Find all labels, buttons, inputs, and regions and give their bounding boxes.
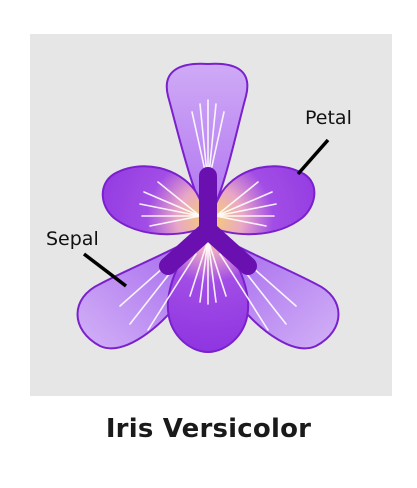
petal-pointer-line: [296, 138, 330, 176]
illustration-panel: Petal Sepal: [30, 34, 392, 396]
caption-title: Iris Versicolor: [105, 414, 312, 444]
sepal-pointer-line: [82, 252, 128, 288]
iris-illustration: Petal Sepal: [46, 62, 352, 354]
sepal-label: Sepal: [46, 228, 99, 250]
top-sepal: [165, 62, 249, 221]
petal-veins: [119, 99, 297, 331]
left-petal: [101, 165, 210, 236]
style-branches: [159, 167, 257, 275]
right-petal: [206, 165, 316, 236]
petal-label: Petal: [305, 107, 352, 129]
